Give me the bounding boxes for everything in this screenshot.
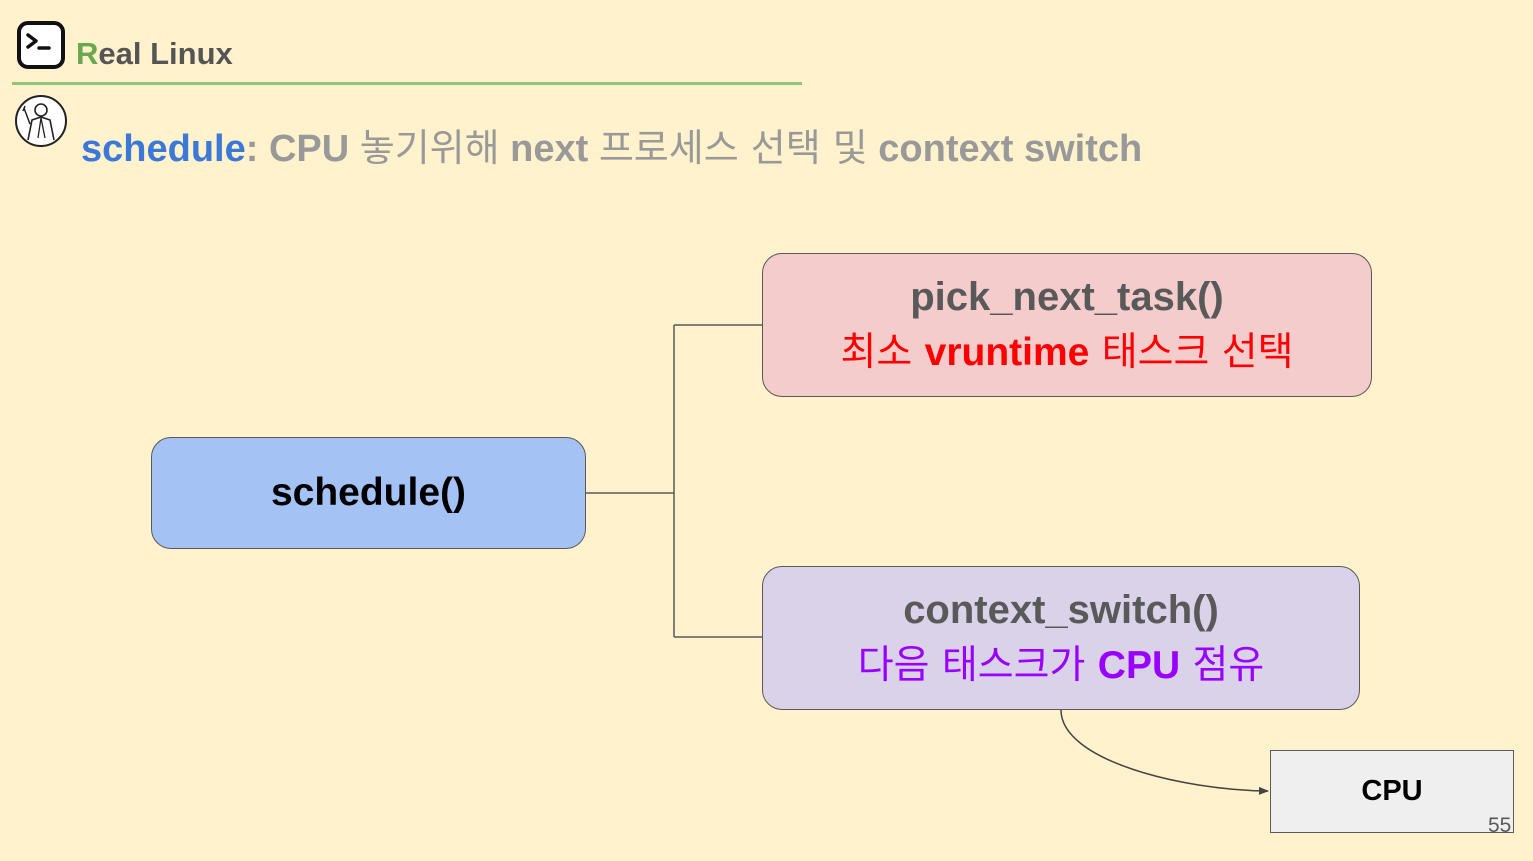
title-keyword: schedule: [81, 128, 246, 170]
pick-next-task-title: pick_next_task(): [910, 275, 1224, 319]
title-part-next: next: [499, 128, 599, 170]
cpu-node: CPU: [1270, 750, 1514, 833]
title-part-cpu: CPU: [268, 128, 360, 170]
schedule-node: schedule(): [151, 437, 586, 549]
schedule-node-label: schedule(): [270, 471, 467, 514]
switch-desc-part-2: CPU: [1097, 644, 1181, 687]
pick-desc-part-2: vruntime: [924, 331, 1090, 374]
brand-rest: eal Linux: [98, 36, 233, 71]
context-switch-description: 다음 태스크가 CPU 점유: [858, 638, 1265, 694]
pick-desc-part-1: 최소: [840, 330, 925, 375]
title-part-korean-2: 프로세스 선택 및: [598, 126, 868, 170]
brand-name: Real Linux: [76, 36, 233, 72]
switch-desc-part-1: 다음 태스크가: [857, 643, 1098, 688]
context-switch-node: context_switch() 다음 태스크가 CPU 점유: [762, 566, 1360, 710]
pick-next-task-description: 최소 vruntime 태스크 선택: [840, 325, 1293, 381]
terminal-prompt-icon: [17, 21, 65, 69]
title-separator: :: [245, 128, 269, 170]
pick-next-task-node: pick_next_task() 최소 vruntime 태스크 선택: [762, 253, 1372, 397]
brand-first-letter: R: [76, 36, 99, 71]
slide-title: schedule: CPU 놓기위해 next 프로세스 선택 및 contex…: [81, 117, 1142, 172]
title-part-context-switch: context switch: [867, 128, 1143, 170]
header-divider: [12, 82, 802, 85]
page-number: 55: [1488, 814, 1512, 837]
switch-desc-part-3: 점유: [1180, 643, 1265, 688]
cpu-node-label: CPU: [1361, 775, 1423, 807]
presenter-sketch-icon: [15, 95, 67, 147]
title-part-korean-1: 놓기위해: [359, 126, 500, 170]
context-switch-title: context_switch(): [903, 588, 1219, 632]
arrow-context-switch-to-cpu: [1060, 709, 1269, 795]
pick-desc-part-3: 태스크 선택: [1089, 330, 1294, 375]
